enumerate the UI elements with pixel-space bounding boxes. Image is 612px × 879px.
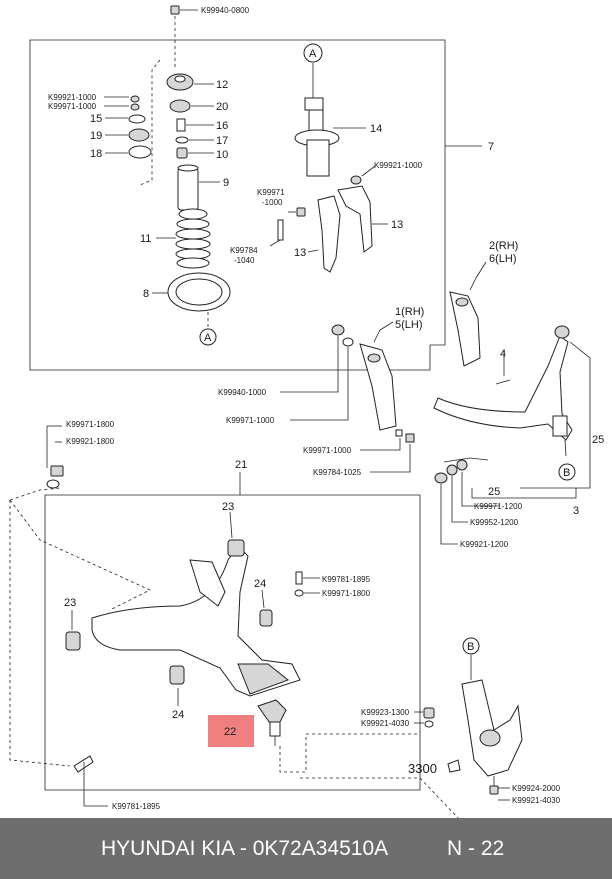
upper-arm-bushings [434,457,577,545]
label-5-lh: 5(LH) [395,319,423,331]
label-k99924-2000: K99924-2000 [512,784,561,793]
label-7: 7 [488,141,494,153]
washer-17 [175,136,214,144]
callout-a-bottom [199,328,217,346]
label-13-left: 13 [294,247,306,259]
top-bolt-k99940-0800 [170,5,198,68]
upper-arm-3 [433,325,591,489]
callout-a-bottom-text: A [204,332,212,344]
bracket-1-5 [280,321,397,431]
label-1040: -1040 [234,256,255,265]
lower-arm-bolt [73,755,108,807]
callout-b-right-text: B [563,467,570,479]
label-14: 14 [370,123,382,135]
label-22: 22 [224,726,236,738]
label-8: 8 [143,288,149,300]
label-k99921-1000-right: K99921-1000 [374,161,423,170]
shock-absorber-14 [294,63,366,177]
label-k99921-1200: K99921-1200 [460,540,509,549]
label-1000: -1000 [262,198,283,207]
label-k99784: K99784 [230,246,258,255]
label-k99971-1200: K99971-1200 [474,502,523,511]
label-2-rh: 2(RH) [489,240,518,252]
label-k99952-1200: K99952-1200 [470,518,519,527]
label-12: 12 [216,79,228,91]
label-23-left: 23 [64,597,76,609]
label-6-lh: 6(LH) [489,253,517,265]
footer-page-ref: N - 22 [447,837,505,860]
label-k99784-1025: K99784-1025 [313,468,362,477]
label-k99971-1800: K99971-1800 [66,420,115,429]
label-21: 21 [235,459,247,471]
label-k99921-1000-left: K99921-1000 [48,93,97,102]
label-k99923-1300: K99923-1300 [361,708,410,717]
label-23-top: 23 [222,501,234,513]
lower-control-arm [65,539,301,697]
label-k99971-1000-left: K99971-1000 [48,102,97,111]
label-3300: 3300 [408,761,437,776]
mount-nut-20 [169,99,214,113]
label-k99921-4030-a: K99921-4030 [361,719,410,728]
label-11: 11 [140,233,151,245]
callout-b-knuckle-text: B [467,641,474,653]
label-20: 20 [216,101,228,113]
highlight-22 [208,715,254,747]
label-16: 16 [216,120,228,132]
label-15: 15 [90,113,102,125]
label-k99971-1000-n: K99971-1000 [303,446,352,455]
spacer-16 [176,118,214,132]
label-k99940-1000: K99940-1000 [218,388,267,397]
label-k99971-1800-b: K99971-1800 [322,589,371,598]
callout-b-knuckle [462,637,480,655]
label-13-right: 13 [391,219,403,231]
label-18: 18 [90,148,102,160]
label-k99940-0800: K99940-0800 [201,6,250,15]
bump-stop-9 [177,164,220,211]
lower-arm-nut-left [46,425,64,489]
label-9: 9 [223,177,229,189]
label-k99971: K99971 [257,188,285,197]
upper-assembly-frame [29,39,446,371]
label-k99781-1895-a: K99781-1895 [322,575,371,584]
label-10: 10 [216,149,228,161]
label-17: 17 [216,135,228,147]
washers-left [104,59,161,186]
bracket-bolt [360,429,415,473]
callout-a-top-text: A [309,48,317,60]
callout-a-top [303,43,323,63]
label-k99921-1800: K99921-1800 [66,437,115,446]
footer-part-number: HYUNDAI KIA - 0K72A34510A [101,837,389,860]
label-3: 3 [573,505,579,517]
label-4: 4 [500,348,506,360]
label-k99781-1895-b: K99781-1895 [112,802,161,811]
arm-bolt-right [294,571,320,597]
ball-joint-22 [257,699,420,773]
label-24-bottom: 24 [172,709,184,721]
upper-mount-12 [166,73,214,91]
label-25-bottom: 25 [488,486,500,498]
label-k99921-4030-b: K99921-4030 [512,796,561,805]
spring-seat-8 [152,272,231,312]
bushing-10 [176,147,214,159]
label-25-right: 25 [592,434,604,446]
bracket-2-6 [449,261,487,367]
label-k99971-1000-mid: K99971-1000 [226,416,275,425]
strut-bracket-13 [269,165,388,273]
exploded-parts-diagram: K99940-0800 12 20 16 17 10 9 [9,5,604,818]
footer-bar: HYUNDAI KIA - 0K72A34510A N - 22 [0,818,612,879]
steering-knuckle [300,655,523,818]
lower-arm-frame [44,494,421,791]
label-1-rh: 1(RH) [395,306,424,318]
callout-b-right [558,463,576,481]
label-19: 19 [90,130,102,142]
coil-spring-11 [156,208,211,269]
label-24-right: 24 [254,578,266,590]
